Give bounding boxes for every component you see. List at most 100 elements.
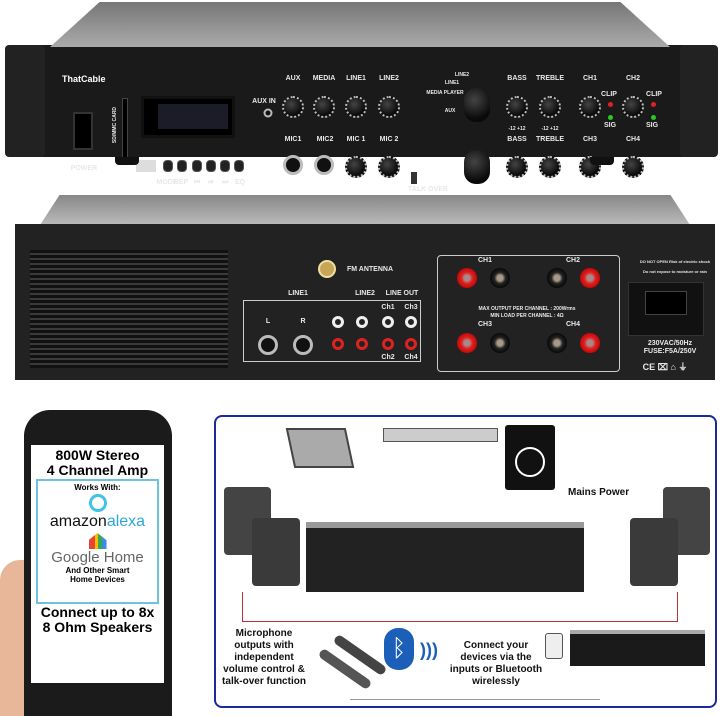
bass-knob-1[interactable]	[506, 96, 528, 118]
mic1-jack[interactable]	[283, 155, 303, 175]
ch1-positive-terminal[interactable]	[457, 268, 477, 288]
amazon-alexa-logo: amazonalexa	[38, 513, 157, 531]
input-box	[243, 300, 421, 362]
prev-button[interactable]	[192, 160, 202, 172]
aux-in-label: AUX IN	[252, 98, 276, 105]
rca-out-ch4[interactable]	[405, 338, 417, 350]
play-pause-button[interactable]	[206, 160, 216, 172]
rack-ear-left	[5, 45, 45, 157]
connection-diagram	[214, 415, 717, 708]
selector-line2: LINE2	[454, 72, 470, 78]
ch2-clip-led	[651, 102, 656, 107]
bass-label: BASS	[507, 75, 527, 82]
warning-shock: DO NOT OPEN Risk of electric shock	[639, 259, 711, 264]
mic1-volume-label: MIC 1	[346, 136, 366, 143]
mic2-volume-knob[interactable]	[378, 156, 400, 178]
sd-card-slot[interactable]	[122, 98, 128, 158]
mains-iec-socket[interactable]	[628, 282, 704, 336]
media-volume-knob[interactable]	[313, 96, 335, 118]
play-label: ⏯	[208, 179, 214, 186]
ch1-volume-knob[interactable]	[579, 96, 601, 118]
terminal-ch1-label: CH1	[477, 257, 493, 264]
rack-ear-right	[680, 45, 718, 157]
treble-label-2: TREBLE	[536, 136, 564, 143]
warning-moisture: Do not expose to moisture or rain	[642, 269, 708, 274]
rep-button[interactable]	[177, 160, 187, 172]
rca-out-ch2[interactable]	[382, 338, 394, 350]
rca-r-2[interactable]	[356, 338, 368, 350]
eq-label: EQ	[234, 179, 246, 186]
terminal-ch3-label: CH3	[477, 321, 493, 328]
source-selector-2[interactable]	[464, 150, 490, 184]
mode-button[interactable]	[163, 160, 173, 172]
ch4-volume-knob[interactable]	[622, 156, 644, 178]
mic1-jack-label: MIC1	[284, 136, 302, 143]
foot-right	[590, 157, 614, 165]
works-with-label: Works With:	[74, 483, 121, 492]
fm-antenna-connector[interactable]	[318, 260, 336, 278]
ch1-clip-led	[608, 102, 613, 107]
talk-over-label: TALK OVER	[408, 186, 448, 193]
rca-l-1[interactable]	[332, 316, 344, 328]
ch3-negative-terminal[interactable]	[490, 333, 510, 353]
usb-port[interactable]	[136, 160, 156, 172]
treble-knob-2[interactable]	[539, 156, 561, 178]
ch2-negative-terminal[interactable]	[547, 268, 567, 288]
ch1-negative-terminal[interactable]	[490, 268, 510, 288]
power-rating: 230VAC/50Hz	[647, 340, 693, 347]
talk-over-switch[interactable]	[411, 172, 417, 184]
ch3-positive-terminal[interactable]	[457, 333, 477, 353]
treble-knob-1[interactable]	[539, 96, 561, 118]
next-label: ⏭	[221, 179, 229, 186]
rca-out-ch1[interactable]	[382, 316, 394, 328]
selector-line1: LINE1	[444, 80, 460, 86]
source-selector-1[interactable]	[464, 88, 490, 122]
terminal-ch2-label: CH2	[565, 257, 581, 264]
rca-out-ch3[interactable]	[405, 316, 417, 328]
terminal-ch4-label: CH4	[565, 321, 581, 328]
ch1-label: CH1	[582, 75, 598, 82]
next-button[interactable]	[220, 160, 230, 172]
power-label: POWER	[70, 165, 98, 172]
ch2-volume-knob[interactable]	[622, 96, 644, 118]
ch1-clip-label: CLIP	[601, 91, 617, 98]
rca-r-1[interactable]	[332, 338, 344, 350]
line1-l-jack[interactable]	[258, 335, 278, 355]
ch1-sig-led	[608, 115, 613, 120]
selector-aux: AUX	[444, 108, 456, 114]
dvd-player-icon	[383, 428, 498, 442]
aux-volume-knob[interactable]	[282, 96, 304, 118]
treble-label: TREBLE	[536, 75, 564, 82]
ch4-out-label: Ch4	[404, 354, 418, 361]
ch2-positive-terminal[interactable]	[580, 268, 600, 288]
eq-button[interactable]	[234, 160, 244, 172]
line-out-label: LINE OUT	[385, 290, 419, 297]
power-switch[interactable]	[73, 112, 93, 150]
amplifier-rear-illustration	[306, 522, 584, 592]
amplifier-front-illustration	[570, 630, 705, 666]
ch2-clip-label: CLIP	[646, 91, 662, 98]
aux-in-jack[interactable]	[263, 108, 273, 118]
speaker-wires	[242, 592, 678, 622]
ch4-negative-terminal[interactable]	[547, 333, 567, 353]
fm-antenna-label: FM ANTENNA	[346, 266, 394, 273]
cd-player-icon	[505, 425, 555, 490]
line1-l-label: L	[265, 318, 271, 325]
mic2-jack-label: MIC2	[316, 136, 334, 143]
rca-l-2[interactable]	[356, 316, 368, 328]
speaker-front-right	[630, 518, 678, 586]
selector-media: MEDIA PLAYER	[426, 90, 464, 96]
mic2-jack[interactable]	[314, 155, 334, 175]
bass-range: -12 +12	[508, 126, 526, 132]
mic1-volume-knob[interactable]	[345, 156, 367, 178]
front-top-cover	[50, 2, 670, 47]
line1-volume-knob[interactable]	[345, 96, 367, 118]
line1-r-jack[interactable]	[293, 335, 313, 355]
ch4-positive-terminal[interactable]	[580, 333, 600, 353]
line2-volume-knob[interactable]	[378, 96, 400, 118]
foot-left	[115, 157, 139, 165]
ch1-out-label: Ch1	[381, 304, 395, 311]
rear-line1-label: LINE1	[288, 290, 308, 297]
bass-knob-2[interactable]	[506, 156, 528, 178]
